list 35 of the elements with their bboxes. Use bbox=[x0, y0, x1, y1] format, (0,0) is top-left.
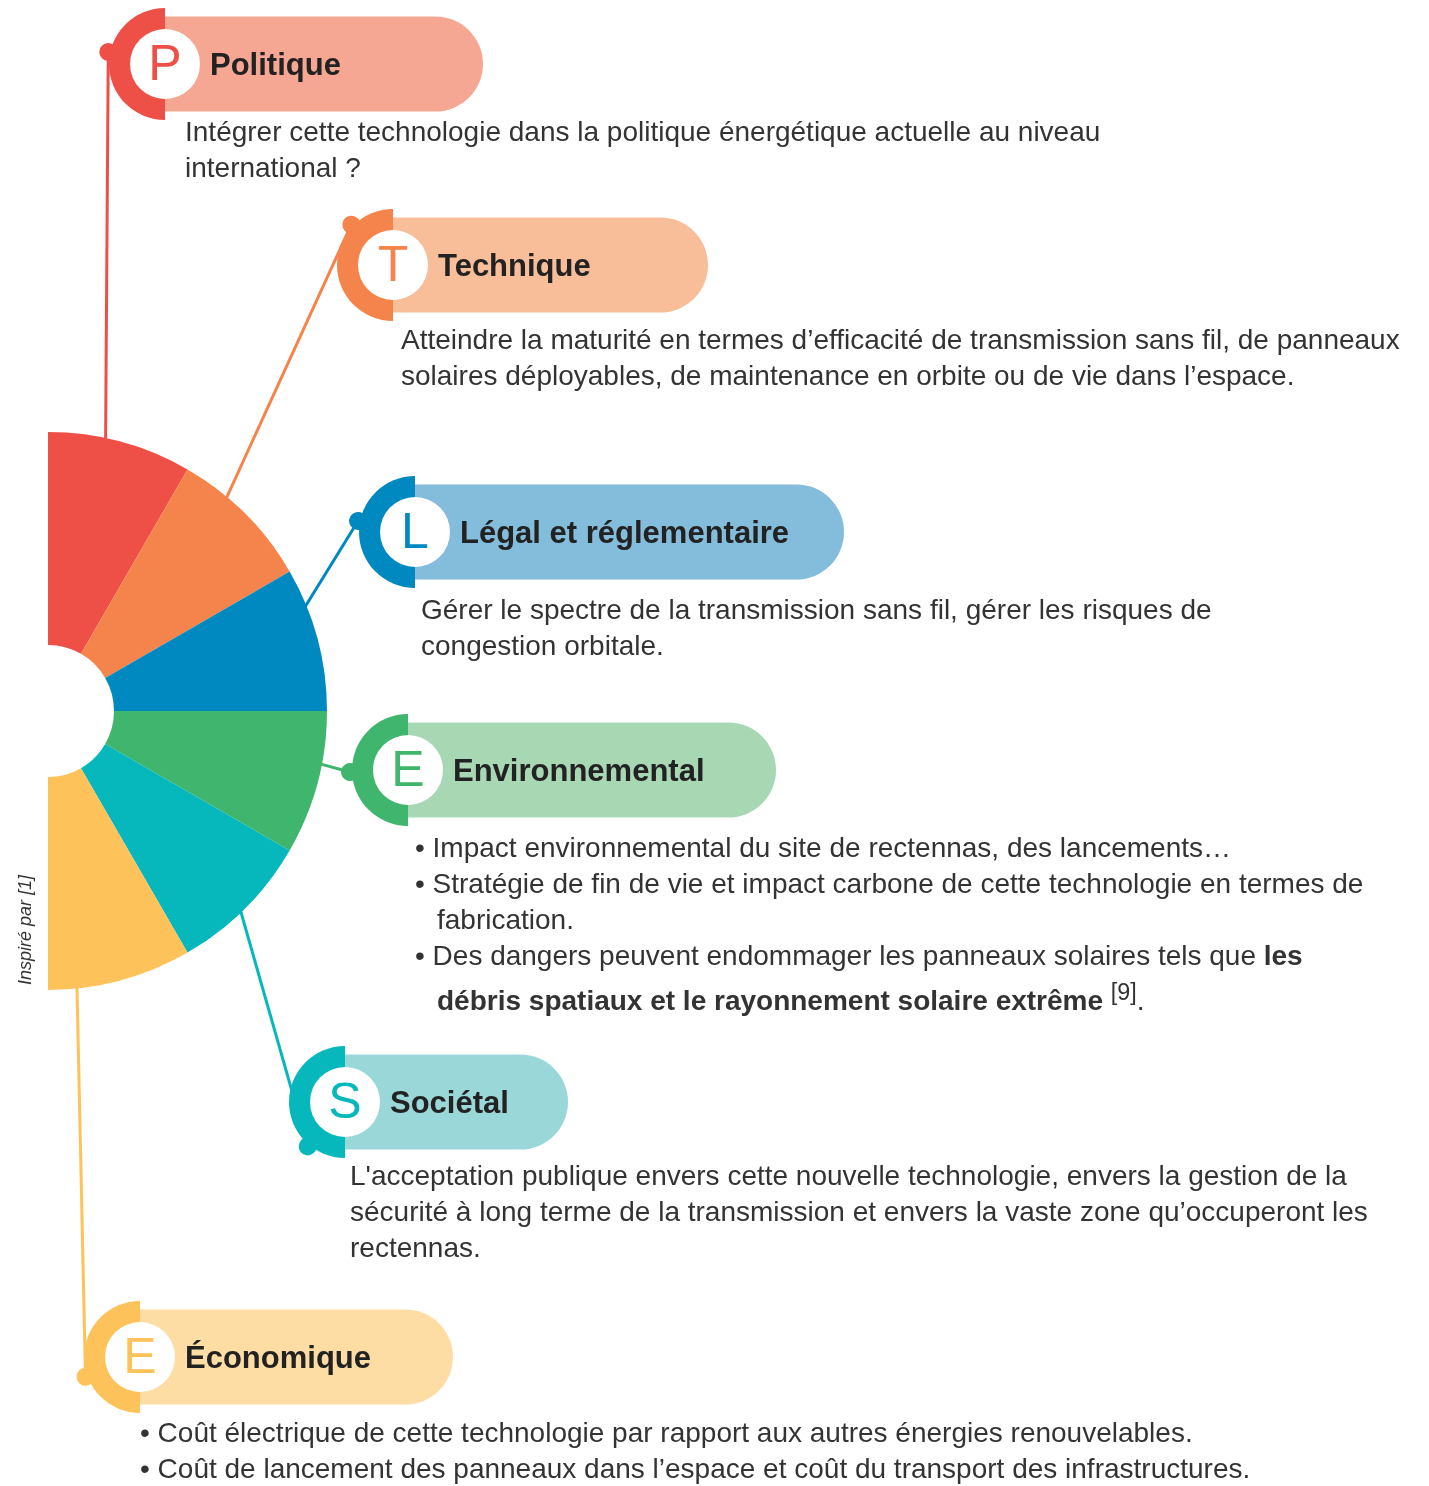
fan-segment bbox=[48, 768, 188, 990]
source-note: Inspiré par [1] bbox=[14, 874, 36, 986]
category-heading: Économique bbox=[185, 1342, 371, 1373]
bullet-item: • Stratégie de fin de vie et impact carbone de cette technologie en termes de fabrication. bbox=[415, 867, 1365, 937]
fan-segment bbox=[105, 571, 327, 711]
badge-letter: P bbox=[147, 38, 183, 88]
leader-line bbox=[224, 215, 361, 500]
description-text: Gérer le spectre de la transmission sans fil, gérer les risques de congestion orbitale. bbox=[421, 593, 1213, 663]
category-pill bbox=[84, 1301, 453, 1413]
category-heading: Sociétal bbox=[390, 1087, 509, 1118]
bullet-item: • Coût électrique de cette technologie par rapport aux autres énergies renouvelables. bbox=[140, 1416, 1194, 1450]
description-text: Atteindre la maturité en termes d’efficacité de transmission sans fil, de panneaux solaires déployables, de maintenance en orbite ou de vie dans l’espace. bbox=[401, 323, 1401, 393]
badge-letter: E bbox=[122, 1331, 158, 1381]
category-pill bbox=[352, 714, 776, 826]
bullet-item: • Des dangers peuvent endommager les panneaux solaires tels que les débris spatiaux et le rayonnement solaire extrême $^{[9]}$. bbox=[415, 939, 1304, 1019]
category-pill bbox=[337, 209, 708, 321]
category-pill bbox=[359, 476, 844, 588]
badge-letter: S bbox=[327, 1076, 363, 1126]
fan-segment bbox=[81, 744, 290, 953]
category-pill bbox=[109, 8, 483, 120]
badge-letter: T bbox=[376, 239, 410, 289]
description-text: L'acceptation publique envers cette nouvelle technologie, envers la gestion de la sécurité à long terme de la transmission et envers la vaste zone qu’occuperont les rectennas. bbox=[350, 1159, 1369, 1265]
badge-letter: E bbox=[390, 744, 426, 794]
category-heading: Environnemental bbox=[453, 755, 705, 786]
bullet-item: • Impact environnemental du site de rectennas, des lancements… bbox=[415, 831, 1233, 865]
bullet-item: • Coût de lancement des panneaux dans l’espace et coût du transport des infrastructures. bbox=[140, 1452, 1252, 1486]
category-heading: Technique bbox=[438, 250, 591, 281]
category-pill bbox=[289, 1046, 568, 1158]
category-heading: Légal et réglementaire bbox=[460, 517, 790, 548]
fan-segment bbox=[105, 711, 327, 851]
badge-letter: L bbox=[400, 506, 430, 556]
description-text: Intégrer cette technologie dans la politique énergétique actuelle au niveau international ? bbox=[185, 115, 1102, 185]
category-heading: Politique bbox=[210, 49, 341, 80]
fan-segment bbox=[48, 432, 188, 654]
fan-segment bbox=[81, 469, 290, 678]
